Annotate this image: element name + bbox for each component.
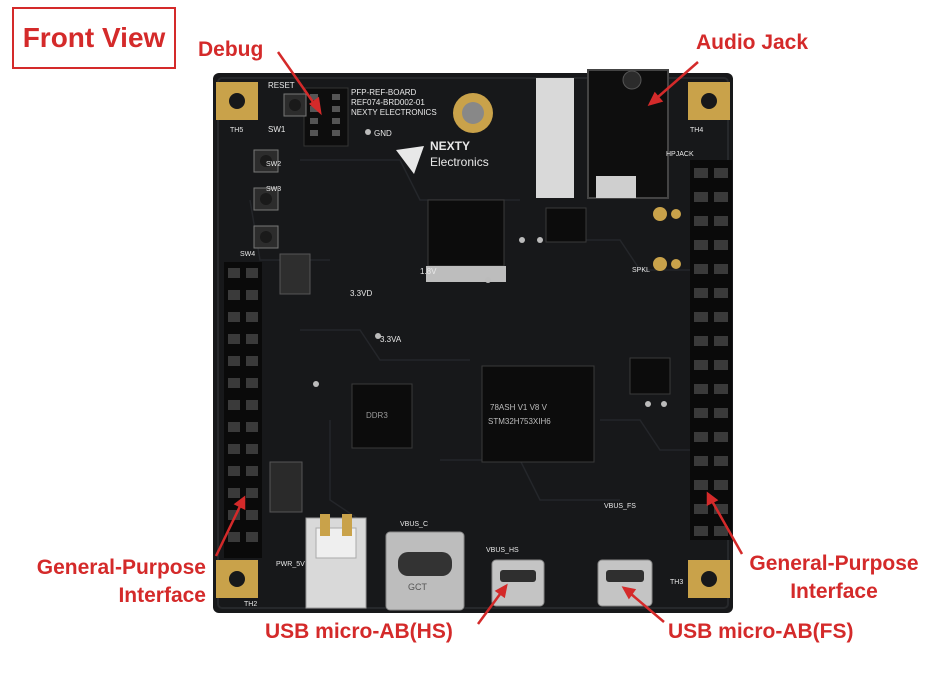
silk-board-line2: REF074-BRD002-01	[351, 98, 425, 107]
view-title: Front View	[12, 7, 176, 69]
power-connector	[305, 514, 367, 609]
callout-usb-fs: USB micro-AB(FS)	[668, 618, 854, 646]
silk-vbus-c: VBUS_C	[400, 521, 428, 528]
usb-c-connector	[385, 531, 465, 611]
callout-audio-jack: Audio Jack	[696, 29, 808, 57]
callout-arrows	[214, 51, 744, 625]
tactile-switches	[253, 93, 307, 249]
logo-line2: Electronics	[430, 155, 489, 169]
silk-th2: TH2	[244, 601, 257, 608]
silk-mcu-line1: STM32H753XIH6	[488, 417, 551, 426]
callout-debug: Debug	[198, 36, 263, 64]
silk-sw4: SW4	[240, 251, 255, 258]
silk-pwr: PWR_5V	[276, 561, 305, 568]
silk-board-line1: PFP-REF-BOARD	[351, 88, 417, 97]
callout-usb-fs-text: USB micro-AB(FS)	[668, 620, 854, 643]
silk-gnd: GND	[374, 129, 392, 138]
callout-gpio-left: General-Purpose Interface	[14, 554, 206, 611]
ic-chips	[269, 199, 671, 513]
callout-gpio-right-line2: Interface	[790, 580, 878, 604]
silk-vbus-fs: VBUS_FS	[604, 503, 636, 510]
usb-micro-hs-connector	[491, 559, 545, 607]
logo-line1: NEXTY	[430, 139, 470, 153]
callout-debug-text: Debug	[198, 38, 264, 61]
nexty-logo: NEXTY Electronics	[396, 139, 489, 174]
left-header	[224, 262, 262, 558]
silk-th4: TH4	[690, 127, 703, 134]
silk-sw3: SW3	[266, 186, 281, 193]
silk-usbc-label: GCT	[408, 582, 428, 592]
callout-gpio-left-line2: Interface	[118, 584, 206, 608]
mounting-pads	[216, 82, 730, 598]
silk-th5: TH5	[230, 127, 243, 134]
silk-hpjack: HPJACK	[666, 151, 694, 158]
silk-reset: RESET	[268, 81, 295, 90]
pcb-traces	[249, 159, 700, 521]
silk-spkl: SPKL	[632, 267, 650, 274]
pcb-body	[213, 73, 733, 613]
callout-usb-hs: USB micro-AB(HS)	[265, 618, 453, 646]
silk-3v3d: 3.3VD	[350, 289, 372, 298]
silk-sw1: SW1	[268, 125, 286, 134]
silk-board-line3: NEXTY ELECTRONICS	[351, 108, 437, 117]
callout-gpio-left-line1: General-Purpose	[36, 556, 206, 579]
silk-sw2: SW2	[266, 161, 281, 168]
callout-gpio-right: General-Purpose Interface	[734, 550, 934, 607]
silk-ic-small: DDR3	[366, 411, 388, 420]
callout-gpio-right-line1: General-Purpose	[749, 552, 919, 575]
silk-mcu-line2: 78ASH V1 V8 V	[490, 403, 548, 412]
callout-usb-hs-text: USB micro-AB(HS)	[265, 620, 453, 643]
via-dots	[313, 129, 667, 407]
silk-th3: TH3	[670, 579, 683, 586]
silk-vbus-hs: VBUS_HS	[486, 547, 519, 554]
callout-audio-jack-text: Audio Jack	[696, 31, 809, 54]
silk-1v8: 1.8V	[420, 267, 437, 276]
right-header	[690, 160, 732, 540]
audio-jack	[536, 69, 669, 199]
usb-micro-fs-connector	[597, 559, 653, 607]
silk-3v3a: 3.3VA	[380, 335, 402, 344]
test-points	[653, 207, 681, 271]
